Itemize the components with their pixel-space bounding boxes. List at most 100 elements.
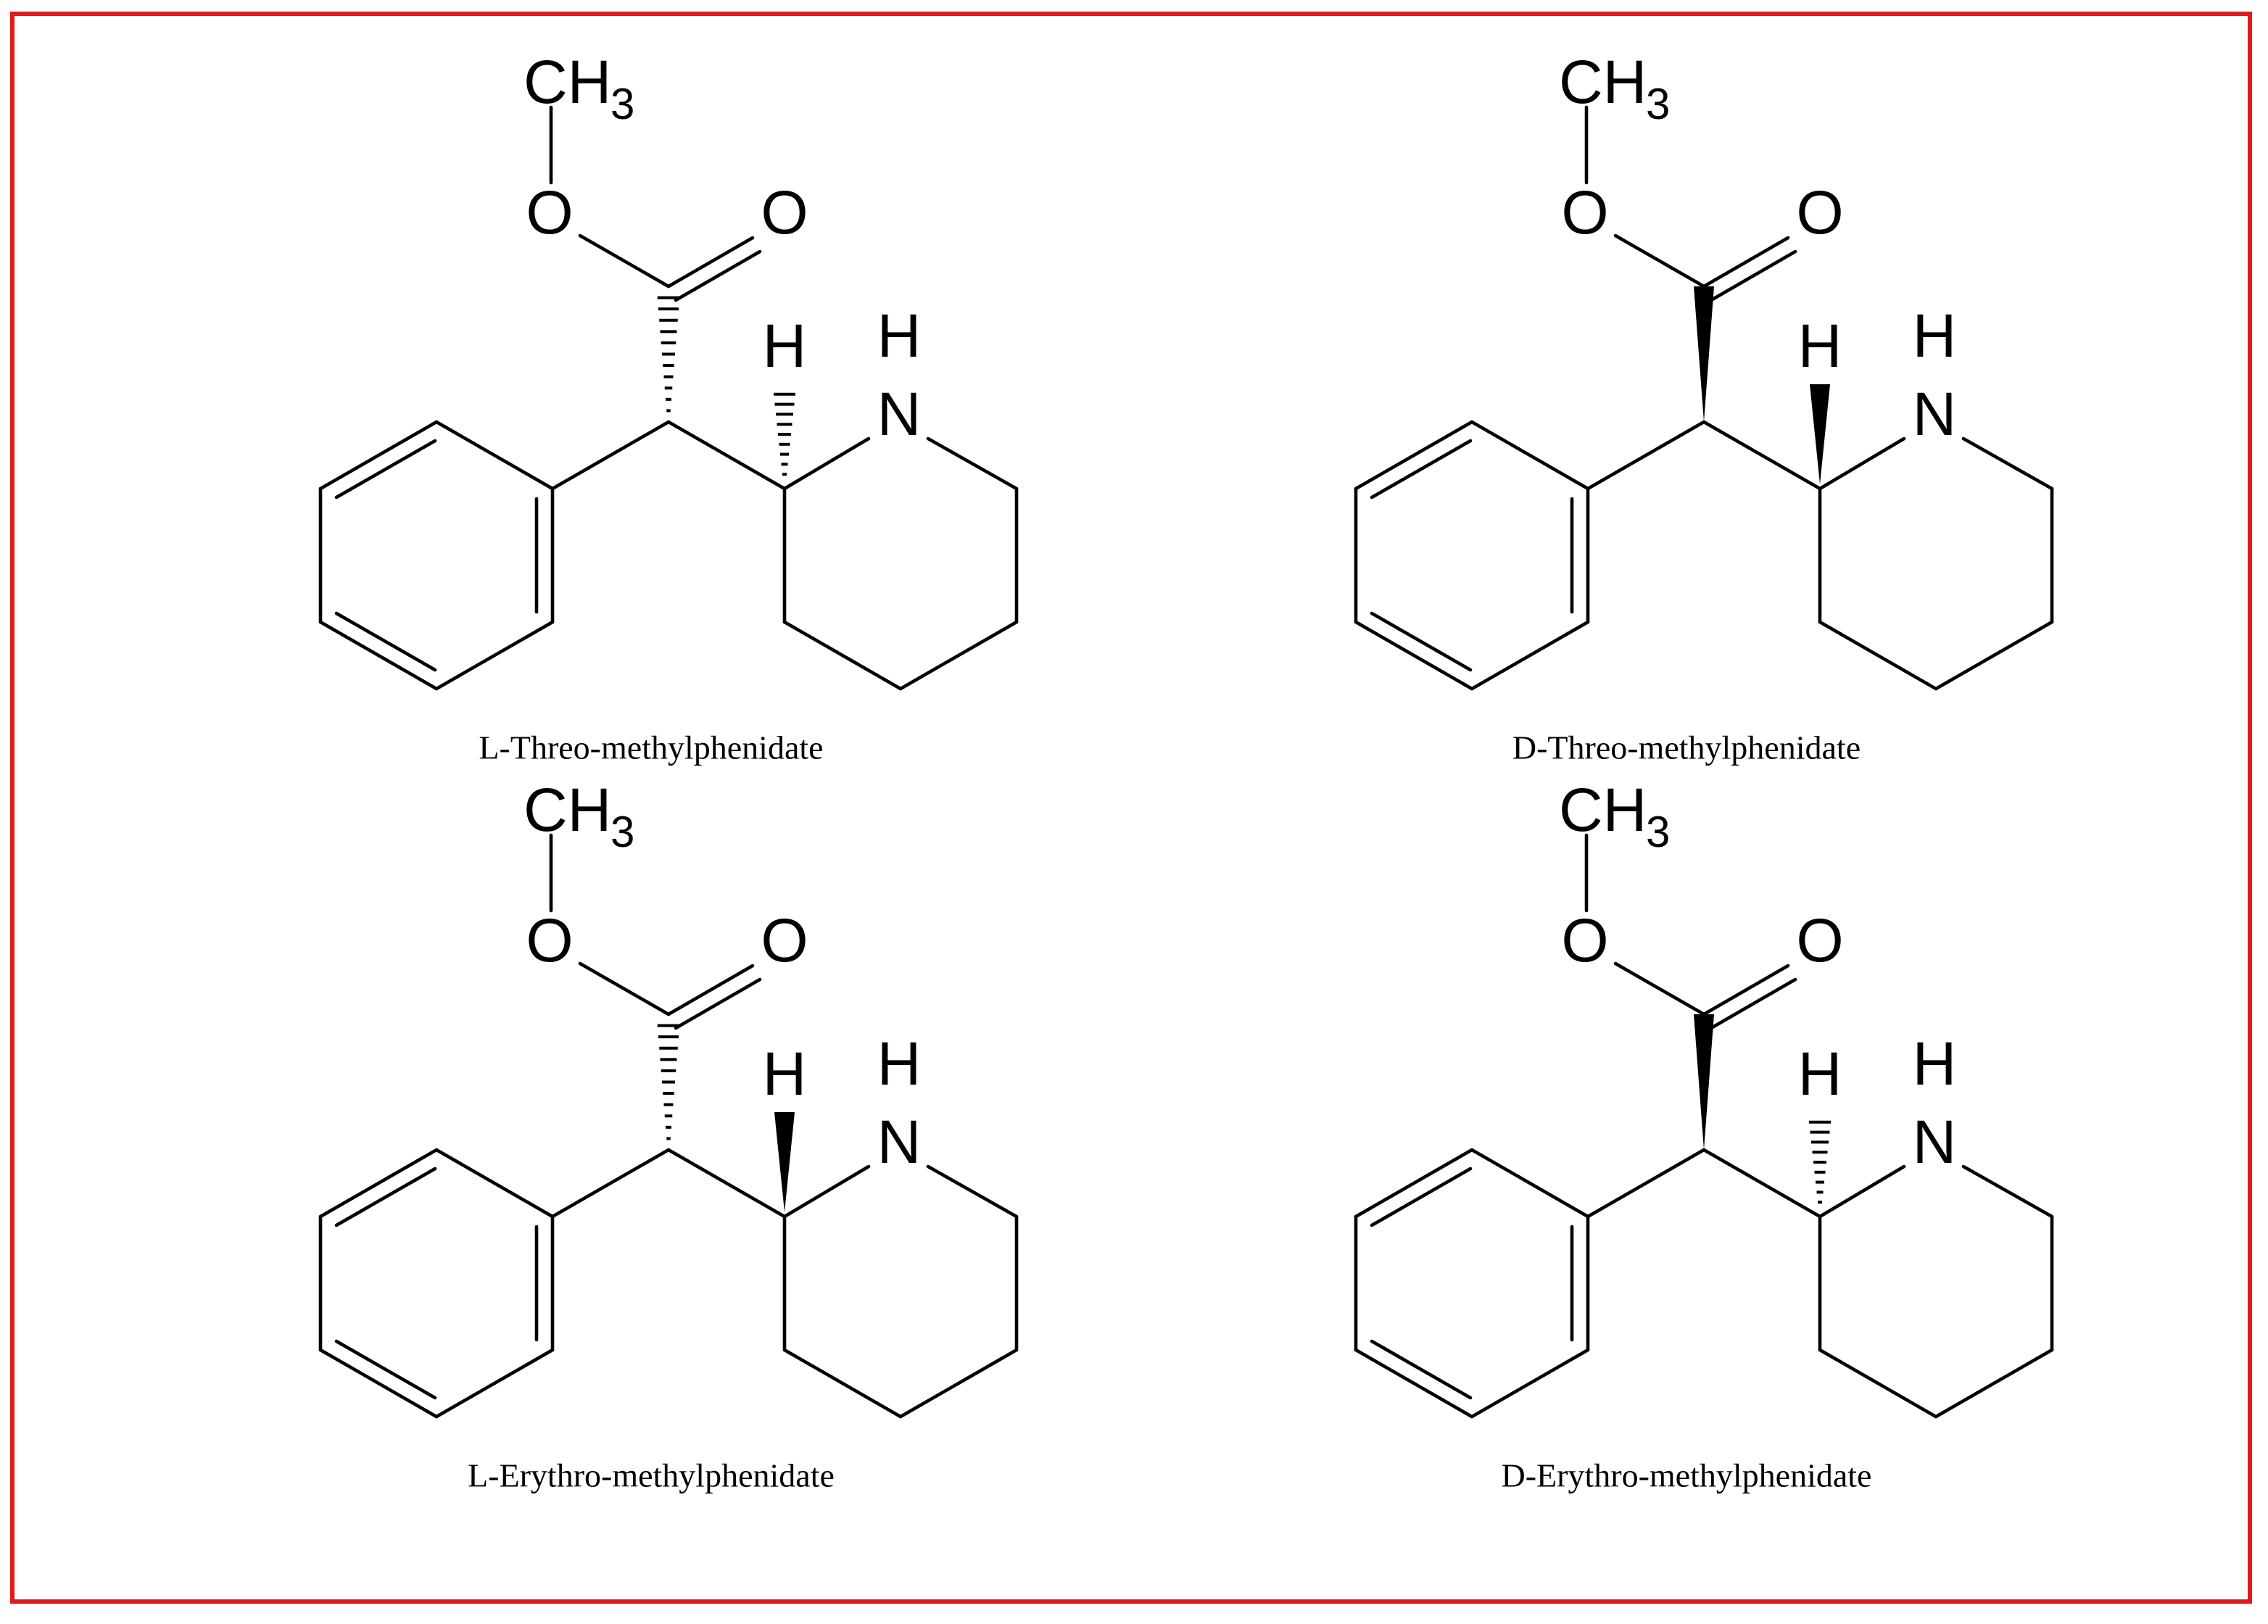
ring-nitrogen: N	[1913, 1108, 1957, 1176]
phenyl-bond	[1354, 1148, 1474, 1219]
ether-oxygen: O	[526, 906, 573, 974]
piperidine-bond	[1818, 620, 1938, 691]
phenyl-double-bond	[1370, 439, 1473, 500]
carbonyl-oxygen: O	[761, 178, 808, 246]
phenyl-bond	[1354, 620, 1474, 691]
bond-alpha-phenyl	[550, 1148, 671, 1219]
bond-alpha-c2	[1702, 1148, 1822, 1219]
phenyl-bond	[434, 1348, 555, 1419]
bond-oxygen-carbonyl	[1613, 233, 1706, 289]
bond-alpha-c2	[666, 420, 787, 491]
ester-hashed-bond	[657, 1024, 680, 1140]
methyl-label: CH	[1559, 776, 1647, 844]
carbonyl-oxygen: O	[1796, 906, 1843, 974]
bond-carbonyl-double-b	[674, 249, 762, 302]
piperidine-bond	[1961, 436, 2054, 491]
phenyl-bond	[318, 1348, 439, 1419]
phenyl-double-bond	[334, 1339, 437, 1400]
piperidine-bond	[898, 1348, 1019, 1419]
phenyl-double-bond	[1370, 1167, 1473, 1227]
piperidine-bond	[782, 1348, 903, 1419]
phenyl-bond	[1354, 1348, 1474, 1419]
methyl-subscript: 3	[1646, 80, 1670, 128]
c2-wedge-bond	[1810, 384, 1830, 484]
molecule-caption: L-Erythro-methylphenidate	[468, 1457, 835, 1494]
nitrogen-hydrogen: H	[1913, 302, 1957, 370]
nitrogen-hydrogen: H	[877, 302, 922, 370]
bond-alpha-phenyl	[1586, 1148, 1706, 1219]
piperidine-bond	[926, 436, 1019, 491]
c2-hydrogen: H	[763, 1040, 807, 1108]
bond-oxygen-carbonyl	[1613, 961, 1706, 1016]
bond-carbonyl-double-a	[666, 964, 755, 1016]
ester-wedge-bond	[1694, 1014, 1714, 1150]
piperidine-bond	[1934, 620, 2054, 691]
phenyl-double-bond	[1370, 1339, 1473, 1400]
nitrogen-hydrogen: H	[877, 1030, 922, 1098]
phenyl-double-bond	[334, 439, 437, 500]
bond-alpha-c2	[666, 1148, 787, 1219]
bond-alpha-phenyl	[550, 420, 671, 491]
piperidine-bond	[1818, 436, 1906, 491]
phenyl-double-bond	[334, 1167, 437, 1227]
ether-oxygen: O	[1561, 178, 1608, 246]
methyl-subscript: 3	[611, 80, 634, 128]
phenyl-bond	[1470, 620, 1590, 691]
piperidine-bond	[1961, 1164, 2054, 1219]
phenyl-double-bond	[1370, 611, 1473, 672]
ring-nitrogen: N	[877, 380, 922, 448]
c2-hydrogen: H	[763, 312, 807, 380]
carbonyl-oxygen: O	[761, 906, 808, 974]
bond-carbonyl-double-a	[1702, 964, 1790, 1016]
bond-oxygen-carbonyl	[578, 961, 671, 1016]
phenyl-bond	[434, 1148, 555, 1219]
phenyl-bond	[1470, 420, 1590, 491]
piperidine-bond	[782, 1164, 871, 1219]
methyl-label: CH	[1559, 48, 1647, 116]
phenyl-double-bond	[334, 611, 437, 672]
bond-carbonyl-double-a	[666, 236, 755, 289]
molecule-caption: L-Threo-methylphenidate	[479, 729, 823, 766]
piperidine-bond	[782, 620, 903, 691]
bond-carbonyl-double-b	[674, 977, 762, 1030]
phenyl-bond	[1470, 1348, 1590, 1419]
c2-hashed-bond	[774, 392, 795, 476]
phenyl-bond	[1470, 1148, 1590, 1219]
bond-carbonyl-double-a	[1702, 236, 1790, 289]
piperidine-bond	[1818, 1348, 1938, 1419]
methyl-subscript: 3	[1646, 808, 1670, 856]
piperidine-bond	[1818, 1164, 1906, 1219]
bond-alpha-phenyl	[1586, 420, 1706, 491]
c2-hydrogen: H	[1798, 1040, 1842, 1108]
ether-oxygen: O	[526, 178, 573, 246]
ester-hashed-bond	[657, 296, 680, 413]
phenyl-bond	[434, 420, 555, 491]
bond-alpha-c2	[1702, 420, 1822, 491]
phenyl-bond	[318, 1148, 439, 1219]
piperidine-bond	[782, 436, 871, 491]
c2-hashed-bond	[1809, 1120, 1831, 1204]
methyl-subscript: 3	[611, 808, 634, 856]
nitrogen-hydrogen: H	[1913, 1030, 1957, 1098]
phenyl-bond	[318, 420, 439, 491]
phenyl-bond	[434, 620, 555, 691]
bond-oxygen-carbonyl	[578, 233, 671, 289]
c2-wedge-bond	[774, 1112, 795, 1212]
carbonyl-oxygen: O	[1796, 178, 1843, 246]
figure-frame	[10, 12, 2252, 1604]
piperidine-bond	[926, 1164, 1019, 1219]
piperidine-bond	[1934, 1348, 2054, 1419]
ether-oxygen: O	[1561, 906, 1608, 974]
phenyl-bond	[318, 620, 439, 691]
methyl-label: CH	[523, 776, 611, 844]
methyl-label: CH	[523, 48, 611, 116]
ring-nitrogen: N	[877, 1108, 922, 1176]
piperidine-bond	[898, 620, 1019, 691]
ring-nitrogen: N	[1913, 380, 1957, 448]
molecule-caption: D-Erythro-methylphenidate	[1502, 1457, 1872, 1494]
